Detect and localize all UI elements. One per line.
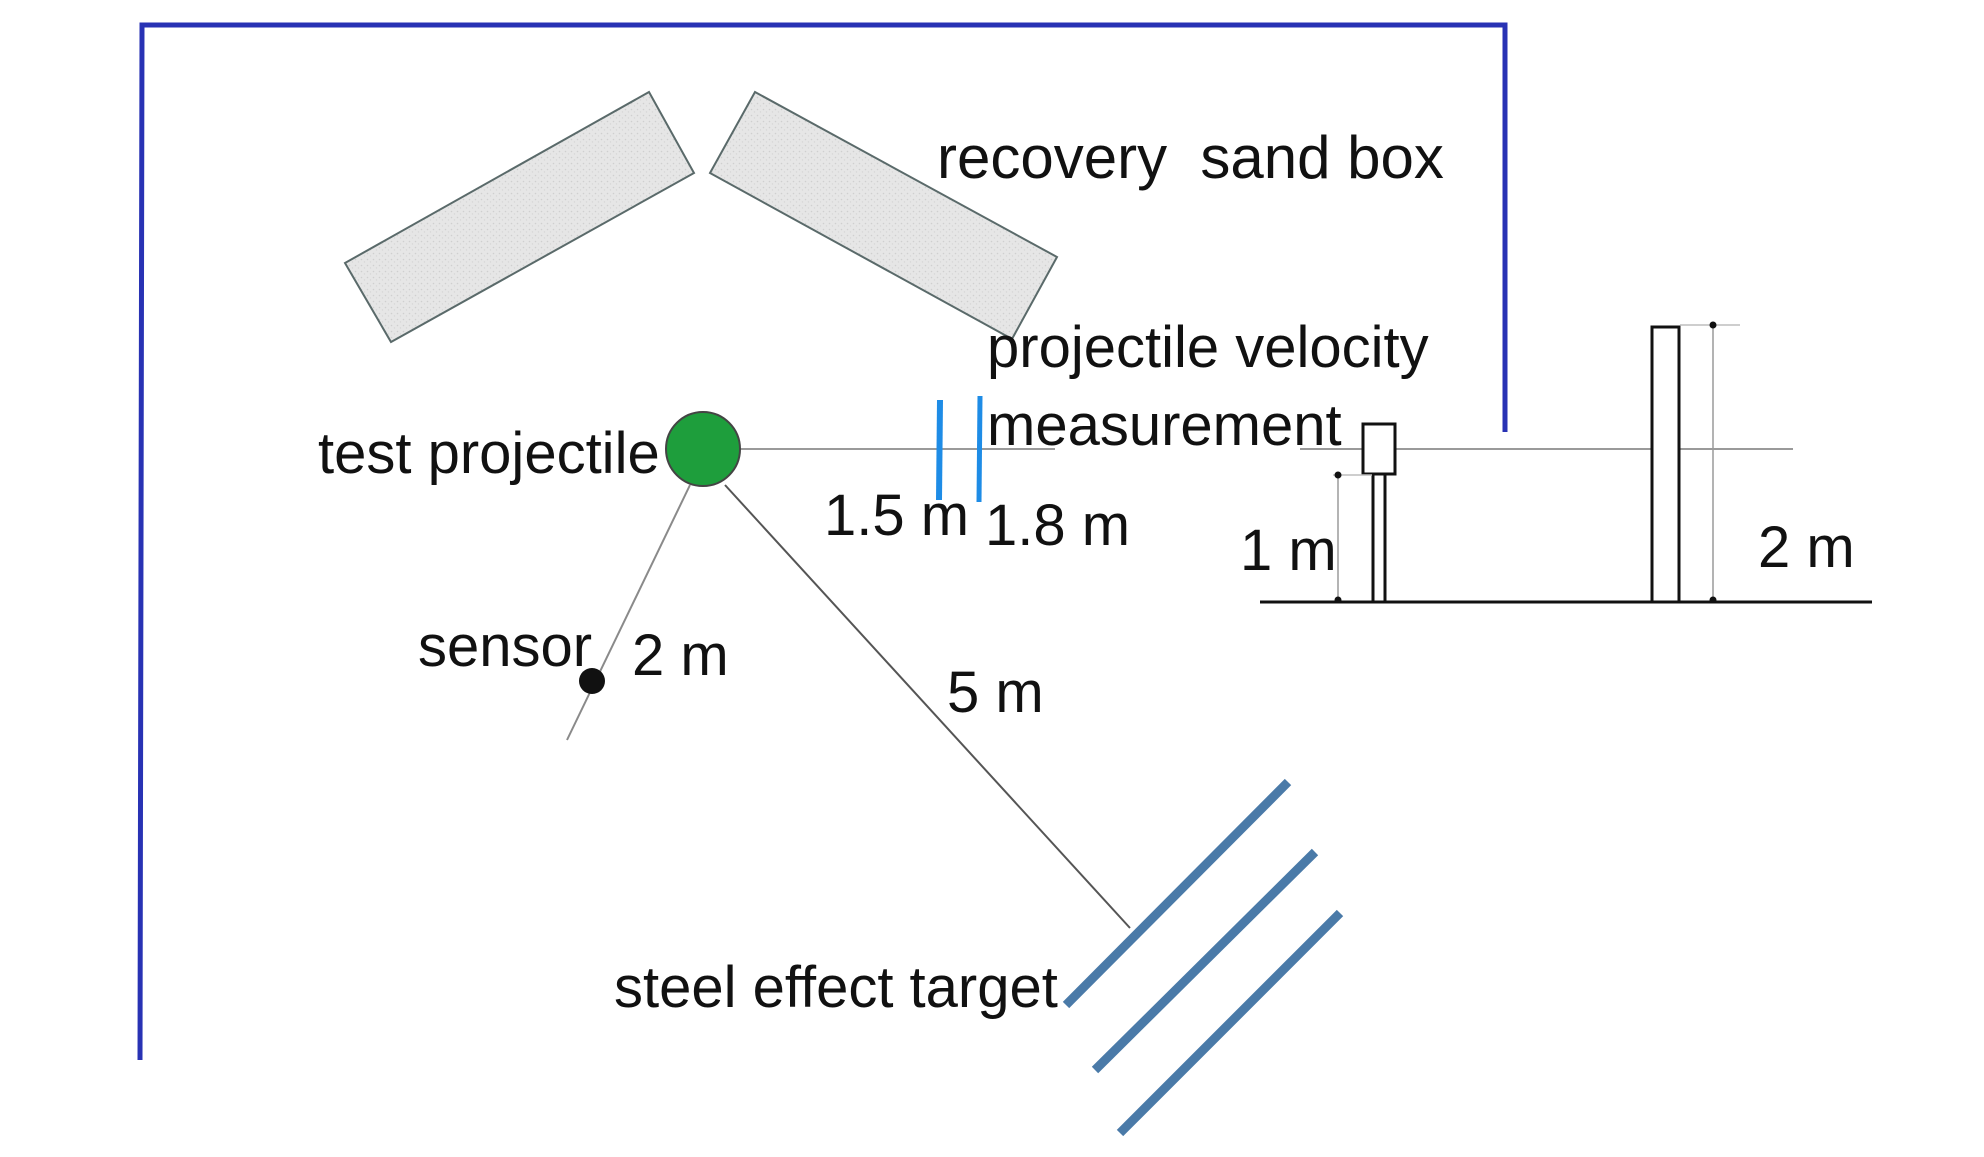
target-label: steel effect target [614,955,1058,1020]
height-1-label: 1 m [1240,518,1337,583]
test-projectile-icon [665,411,741,487]
dimension-2m-dot-top [1709,321,1717,329]
target-plate-2 [1091,848,1319,1074]
sand-box-right [708,90,1059,341]
velocity-distance-2-label: 1.8 m [985,493,1130,558]
sensor-label: sensor [418,614,592,679]
target-plate-3 [1116,909,1344,1137]
velocity-gate-2 [976,395,983,503]
sensor-line [566,484,691,741]
target-line [724,484,1131,929]
target-distance-label: 5 m [947,660,1044,725]
velocity-label-line1: projectile velocity [987,315,1429,380]
enclosure-wall [137,22,1508,1061]
sand-box-label: recovery sand box [937,124,1444,191]
velocity-gate-1 [936,399,943,501]
velocity-stand-post [1371,472,1387,604]
velocity-stand-head [1361,422,1397,476]
tall-post [1650,325,1681,604]
dimension-1m-dot-bottom [1334,596,1342,604]
velocity-distance-1-label: 1.5 m [824,483,969,548]
dimension-2m-dot-bottom [1709,596,1717,604]
target-plate-1 [1062,778,1292,1009]
velocity-label-line2: measurement [987,393,1342,458]
sensor-icon [579,668,605,694]
projectile-label: test projectile [318,421,660,486]
dimension-1m-dot-top [1334,471,1342,479]
height-2-label: 2 m [1758,515,1855,580]
sand-box-left [343,90,696,344]
sensor-distance-label: 2 m [632,623,729,688]
